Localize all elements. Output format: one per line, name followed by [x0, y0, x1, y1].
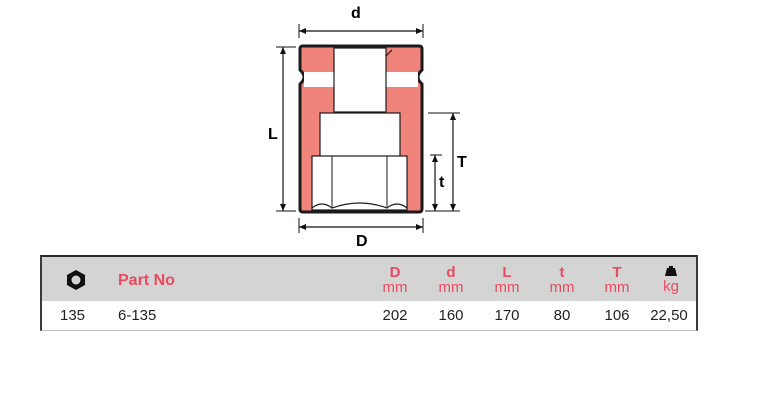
header-part-no: Part No — [118, 272, 175, 289]
cell-t: 80 — [553, 307, 571, 324]
cell-d: 160 — [438, 307, 464, 324]
cell-D: 202 — [382, 307, 408, 324]
header-kg: kg — [648, 265, 694, 294]
weight-icon — [665, 266, 677, 276]
table-row: 135 6-135 202 160 170 80 106 22,50 — [40, 301, 698, 331]
cell-kg: 22,50 — [650, 307, 688, 324]
socket-cross-section-icon — [276, 24, 460, 233]
dim-label-t: t — [439, 174, 445, 191]
hexagon-nut-icon — [67, 270, 85, 290]
dim-label-L: L — [268, 126, 278, 143]
cell-part-no: 6-135 — [118, 307, 157, 324]
dim-label-d: d — [351, 5, 361, 22]
cell-T: 106 — [604, 307, 630, 324]
socket-diagram: d L T t D — [260, 0, 480, 250]
dim-label-D: D — [356, 233, 368, 250]
dim-label-T: T — [457, 154, 467, 171]
cell-size: 135 — [60, 307, 86, 324]
cell-L: 170 — [494, 307, 520, 324]
